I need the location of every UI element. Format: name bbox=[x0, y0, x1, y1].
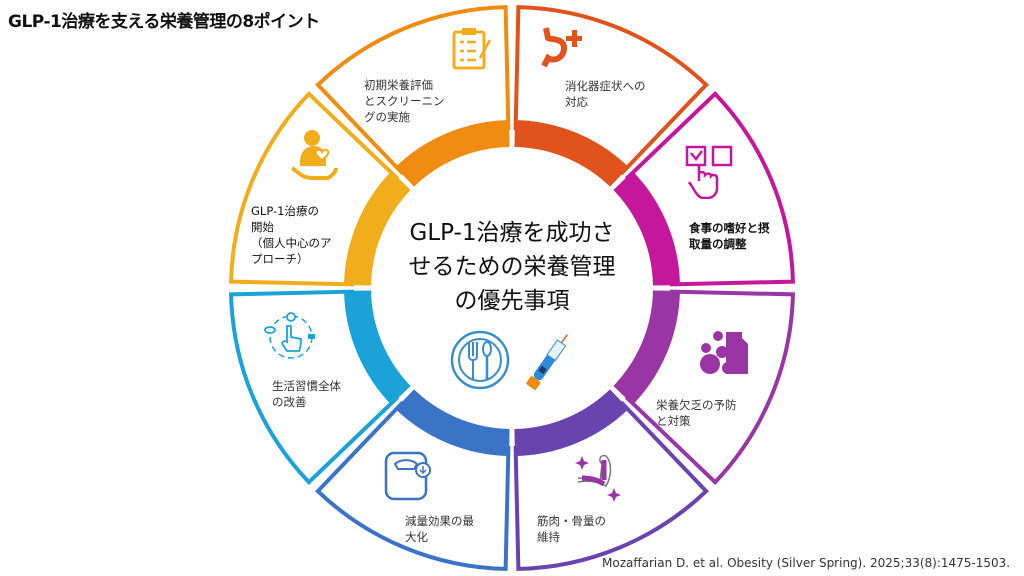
segment-inner-band bbox=[344, 290, 411, 405]
segment-inner-band bbox=[514, 120, 629, 187]
vitamins-milk-icon bbox=[700, 331, 748, 374]
injection-pen-icon bbox=[526, 334, 568, 390]
segment-inner-band bbox=[514, 389, 629, 456]
wheel-segment bbox=[229, 289, 411, 485]
segment-label-lifestyle: 生活習慣全体 の改善 bbox=[272, 379, 341, 409]
wheel-segment bbox=[229, 91, 411, 287]
segment-label-glp1-start: GLP-1治療の 開始 （個人中心のア プローチ） bbox=[251, 204, 332, 266]
segment-inner-band bbox=[613, 171, 680, 286]
checkbox-hand-icon bbox=[685, 145, 733, 199]
segment-inner-band bbox=[613, 290, 680, 405]
segment-label-muscle-bone: 筋肉・骨量の 維持 bbox=[537, 514, 606, 544]
citation: Mozaffarian D. et al. Obesity (Silver Sp… bbox=[602, 556, 1011, 570]
plate-cutlery-icon bbox=[450, 330, 510, 390]
page-title: GLP-1治療を支える栄養管理の8ポイント bbox=[8, 12, 320, 32]
segment-label-gi-symptoms: 消化器症状への 対応 bbox=[565, 79, 646, 109]
segment-inner-band bbox=[344, 171, 411, 286]
segment-inner-band bbox=[395, 120, 510, 187]
stomach-plus-icon bbox=[541, 27, 582, 68]
wheel-segment bbox=[513, 389, 709, 571]
wheel-segment bbox=[613, 91, 795, 287]
wheel-segment bbox=[315, 5, 511, 187]
segment-inner-band bbox=[395, 389, 510, 456]
clipboard-checklist-icon bbox=[452, 28, 492, 70]
caring-hand-person-icon bbox=[290, 130, 338, 180]
wheel-segment bbox=[613, 289, 795, 485]
flexed-arm-icon bbox=[575, 454, 621, 502]
segment-label-deficiency: 栄養欠乏の予防 と対策 bbox=[656, 398, 737, 428]
lifestyle-hand-icon bbox=[264, 312, 315, 359]
wheel-segment bbox=[315, 389, 511, 571]
segment-label-food-preference: 食事の嗜好と摂 取量の調整 bbox=[689, 221, 770, 251]
center-title: GLP-1治療を成功さ せるための栄養管理 の優先事項 bbox=[408, 220, 616, 314]
segment-label-weight-loss: 減量効果の最 大化 bbox=[405, 514, 474, 544]
scale-icon bbox=[384, 451, 431, 501]
segment-label-initial-assessment: 初期栄養評価 とスクリーニン グの実施 bbox=[364, 78, 445, 124]
